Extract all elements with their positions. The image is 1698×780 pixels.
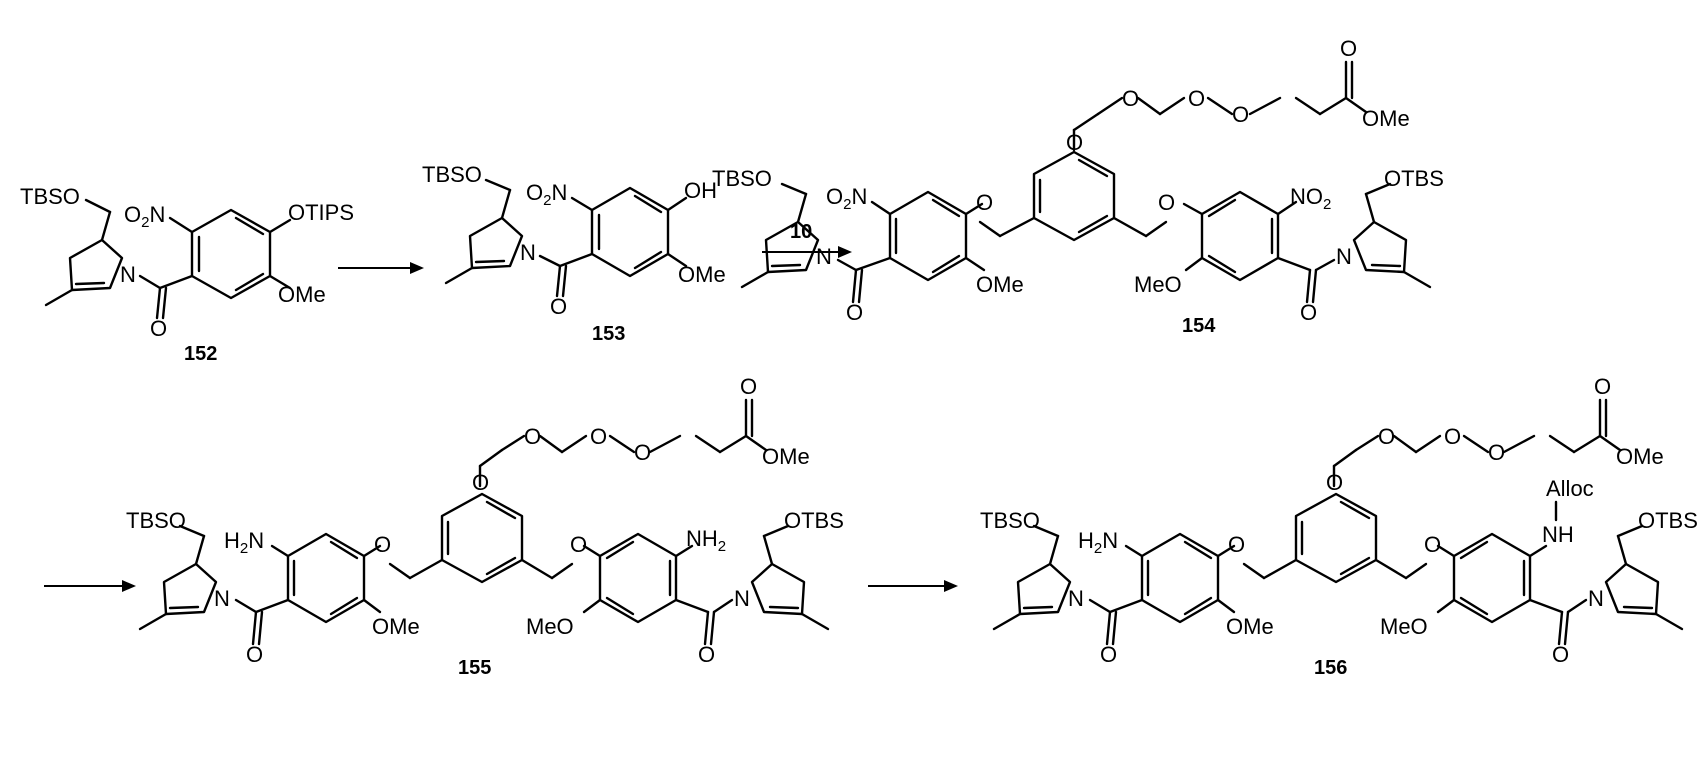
compound-153: TBSO O2N OH OMe N O 153 — [422, 162, 726, 345]
c154-tbso-label: TBSO — [712, 166, 772, 191]
c154-o-right: O — [1300, 300, 1317, 325]
c155-ester-ome: OMe — [762, 444, 810, 469]
c155-o-right: O — [698, 642, 715, 667]
arrow-154-155 — [44, 580, 136, 592]
c155-o-peg3: O — [634, 440, 651, 465]
c156-nh-label: NH — [1542, 522, 1574, 547]
c154-number: 154 — [1182, 315, 1216, 337]
c153-o2n-label: O2N — [526, 180, 567, 209]
c155-o-link-left: O — [374, 532, 391, 557]
c153-o-label: O — [550, 294, 567, 319]
c152-number: 152 — [184, 343, 217, 365]
c154-otbs-label: OTBS — [1384, 166, 1444, 191]
c154-ester-ome: OMe — [1362, 106, 1410, 131]
c156-n-left: N — [1068, 586, 1084, 611]
c152-o-label: O — [150, 316, 167, 341]
compound-155: TBSO H2N O O O O O O O OMe OMe MeO NH2 O… — [126, 374, 844, 679]
c154-o-left: O — [846, 300, 863, 325]
arrow-155-156 — [868, 580, 958, 592]
c152-otips-label: OTIPS — [288, 200, 354, 225]
c155-o-carbonyl: O — [740, 374, 757, 399]
c153-tbso-label: TBSO — [422, 162, 482, 187]
compound-152: TBSO O2N OTIPS OMe N O 152 — [20, 184, 354, 365]
c154-meo-label: MeO — [1134, 272, 1182, 297]
c156-otbs-label: OTBS — [1638, 508, 1698, 533]
c153-n-label: N — [520, 240, 536, 265]
c155-h2n-label: H2N — [224, 528, 264, 557]
compound-154: TBSO O2N O O O O O O O OMe OMe MeO NO2 O… — [712, 36, 1444, 337]
c156-n-right: N — [1588, 586, 1604, 611]
c154-o-peg1: O — [1122, 86, 1139, 111]
c156-tbso-label: TBSO — [980, 508, 1040, 533]
c155-otbs-label: OTBS — [784, 508, 844, 533]
c156-o-peg2: O — [1444, 424, 1461, 449]
c156-h2n-label: H2N — [1078, 528, 1118, 557]
c155-o-peg1: O — [524, 424, 541, 449]
c155-o-center: O — [472, 470, 489, 495]
c152-o2n-label: O2N — [124, 202, 165, 231]
arrow-152-153 — [338, 262, 424, 274]
c154-o2n-label: O2N — [826, 184, 867, 213]
c156-ome-label: OMe — [1226, 614, 1274, 639]
c156-o-carbonyl: O — [1594, 374, 1611, 399]
c154-n-right: N — [1336, 244, 1352, 269]
c156-o-link-left: O — [1228, 532, 1245, 557]
c152-ome-label: OMe — [278, 282, 326, 307]
c156-o-left: O — [1100, 642, 1117, 667]
c156-o-right: O — [1552, 642, 1569, 667]
c153-number: 153 — [592, 323, 625, 345]
c153-ome-label: OMe — [678, 262, 726, 287]
compound-156: TBSO H2N O O O O O O O OMe OMe MeO Alloc… — [980, 374, 1698, 679]
c154-o-link-right: O — [1158, 190, 1175, 215]
c152-tbso-label: TBSO — [20, 184, 80, 209]
c156-number: 156 — [1314, 657, 1347, 679]
c156-o-center: O — [1326, 470, 1343, 495]
c156-alloc-label: Alloc — [1546, 476, 1594, 501]
c156-o-peg1: O — [1378, 424, 1395, 449]
arrow-153-154: 10 — [762, 221, 852, 258]
c155-nh2-label: NH2 — [686, 526, 726, 555]
c156-o-link-right: O — [1424, 532, 1441, 557]
c156-meo-label: MeO — [1380, 614, 1428, 639]
c154-o-link-left: O — [976, 190, 993, 215]
c154-ome-label: OMe — [976, 272, 1024, 297]
c155-n-right: N — [734, 586, 750, 611]
c155-ome-label: OMe — [372, 614, 420, 639]
c156-o-peg3: O — [1488, 440, 1505, 465]
c155-o-link-right: O — [570, 532, 587, 557]
c154-o-center: O — [1066, 130, 1083, 155]
c152-n-label: N — [120, 262, 136, 287]
c156-ester-ome: OMe — [1616, 444, 1664, 469]
c154-o-carbonyl: O — [1340, 36, 1357, 61]
c155-o-peg2: O — [590, 424, 607, 449]
c155-number: 155 — [458, 657, 491, 679]
c154-n-left: N — [816, 244, 832, 269]
c155-n-left: N — [214, 586, 230, 611]
c155-tbso-label: TBSO — [126, 508, 186, 533]
c154-o-peg3: O — [1232, 102, 1249, 127]
c155-meo-label: MeO — [526, 614, 574, 639]
c154-o-peg2: O — [1188, 86, 1205, 111]
c155-o-left: O — [246, 642, 263, 667]
c154-no2-label: NO2 — [1290, 184, 1331, 213]
